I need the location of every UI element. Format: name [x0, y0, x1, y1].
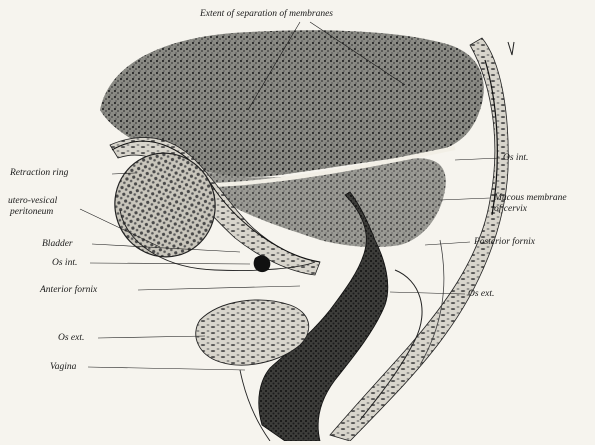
label-extent-separation: Extent of separation of membranes: [200, 9, 333, 20]
label-peritoneum: peritoneum: [10, 207, 53, 218]
label-os-int-left: Os int.: [52, 258, 77, 269]
label-os-ext-left: Os ext.: [58, 333, 84, 344]
label-anterior-fornix: Anterior fornix: [40, 285, 97, 296]
label-os-ext-right: Os ext.: [468, 289, 494, 300]
label-retraction-ring: Retraction ring: [10, 168, 68, 179]
label-mucous-membrane: Mucous membrane: [494, 193, 567, 204]
label-of-cervix: of cervix: [494, 204, 527, 215]
label-utero-vesical: utero-vesical: [8, 196, 57, 207]
label-vagina: Vagina: [50, 362, 76, 373]
label-bladder: Bladder: [42, 239, 73, 250]
label-posterior-fornix: Posterior fornix: [474, 237, 535, 248]
label-os-int-right: Os int.: [503, 153, 528, 164]
